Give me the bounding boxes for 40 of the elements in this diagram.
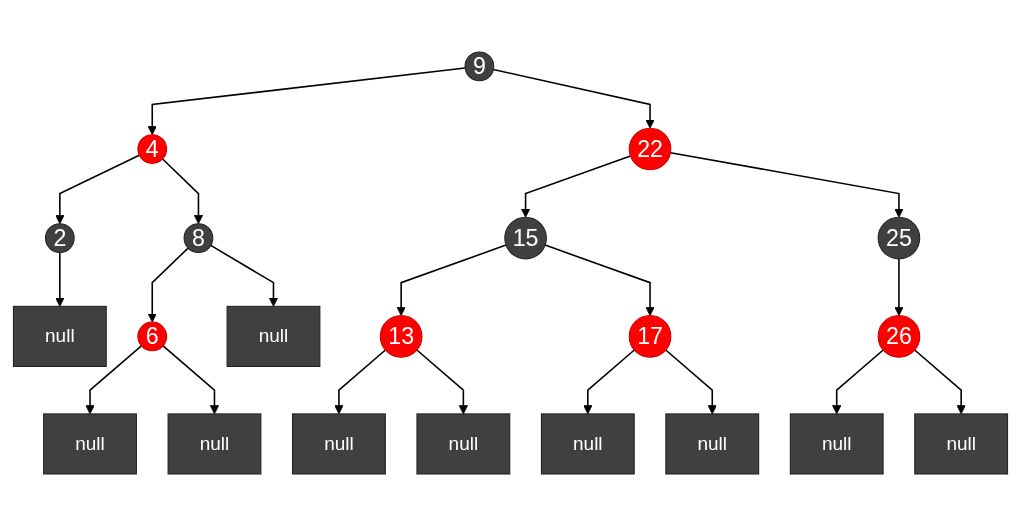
arrow: [544, 244, 655, 316]
arrow: [396, 244, 507, 316]
node-box: null: [789, 413, 884, 475]
arrow: [85, 345, 143, 415]
arrow: [334, 349, 387, 415]
arrow: [416, 349, 468, 415]
arrow: [161, 158, 204, 225]
node-circle: 8: [183, 223, 214, 253]
node-circle: 13: [379, 315, 423, 358]
arrow: [147, 247, 189, 323]
node-box: null: [43, 413, 137, 475]
arrow: [55, 251, 65, 307]
node-circle: 4: [137, 134, 168, 164]
arrow: [520, 155, 632, 218]
node-box: null: [665, 413, 760, 475]
node-circle: 6: [137, 321, 168, 352]
node-circle: 2: [44, 223, 75, 253]
node-circle: 25: [877, 216, 921, 260]
arrow: [147, 67, 466, 136]
node-box: null: [167, 413, 262, 475]
node-circle: 17: [628, 315, 672, 358]
arrow: [665, 349, 717, 415]
arrow: [669, 151, 904, 218]
node-circle: 15: [504, 216, 547, 260]
arrow: [210, 244, 279, 307]
arrow: [894, 258, 904, 316]
node-box: null: [540, 413, 635, 475]
node-box: null: [292, 413, 386, 475]
node-circle: 9: [464, 51, 495, 82]
arrow: [162, 345, 220, 415]
arrow: [832, 349, 884, 415]
arrow: [583, 349, 636, 415]
node-box: null: [416, 413, 511, 475]
arrow: [55, 154, 141, 225]
node-box: null: [12, 305, 107, 367]
node-circle: 22: [628, 127, 672, 171]
node-circle: 26: [877, 315, 921, 358]
arrow: [913, 349, 966, 415]
node-box: null: [914, 413, 1009, 475]
node-box: null: [226, 305, 321, 367]
